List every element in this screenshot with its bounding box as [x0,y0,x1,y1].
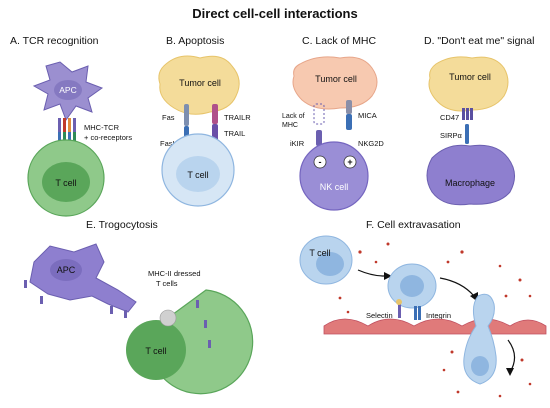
mhc-tcr-receptors [58,118,76,144]
selectin-label: Selectin [366,311,393,320]
dressed-label-2: T cells [156,279,178,288]
ikir-receptor [316,130,322,146]
lack-of-mhc-label-1: Lack of [282,113,305,120]
apc-nucleus [54,80,82,100]
ikir-label: iKIR [290,139,305,148]
tumor-cell-c-label: Tumor cell [315,74,357,84]
apc-cell-e [29,243,137,313]
integrin-label: Integrin [426,311,451,320]
missing-mhc [313,103,325,125]
apc-e-label: APC [57,265,76,275]
mica-label: MICA [358,111,377,120]
mica-receptor [346,100,352,130]
panel-c-heading: C. Lack of MHC [302,35,377,47]
fas-label: Fas [162,113,175,122]
panel-b-heading: B. Apoptosis [166,35,224,47]
nk-cell-label: NK cell [320,182,349,192]
tcell-a-label: T cell [55,178,76,188]
dressed-mhc-receptors [196,300,211,348]
sirpa-receptor [465,124,469,144]
migration-arrow-1 [357,269,385,277]
panel-f-heading: F. Cell extravasation [366,219,461,231]
panel-e: E. Trogocytosis APC T cell MHC-II dresse… [24,219,254,395]
panel-c: C. Lack of MHC Tumor cell Lack of MHC MI… [282,35,384,211]
trogocytosis-vesicle [159,309,177,327]
figure-title: Direct cell-cell interactions [192,6,357,21]
selectin-receptor [396,299,402,318]
minus-sign [313,155,327,169]
trailr-trail-pair [212,104,218,142]
migration-arrow-3 [507,339,516,373]
tumor-cell-d-label: Tumor cell [449,72,491,82]
migration-arrow-3-head [506,368,514,376]
migration-arrow-2 [439,277,475,297]
macrophage-label: Macrophage [445,178,495,188]
panel-e-heading: E. Trogocytosis [86,219,158,231]
sirpa-label: SIRPα [440,131,463,140]
apc-e-receptors [24,280,127,318]
plus-label: + [347,157,352,167]
tumor-cell-c [292,56,378,110]
apc-e-nucleus [50,259,82,281]
endothelium [323,318,547,335]
panel-a: A. TCR recognition APC MHC-TCR + co-rece… [10,35,132,217]
migration-arrow-1-head [384,272,392,280]
cd47-receptor [462,108,473,120]
tcell-b-label: T cell [187,170,208,180]
nkg2d-label: NKG2D [358,139,384,148]
tcell-f-transmigrating [463,293,497,385]
cd47-label: CD47 [440,113,459,122]
minus-label: - [319,157,322,167]
tumor-cell-b-label: Tumor cell [179,78,221,88]
panel-f: F. Cell extravasation T cell Selectin In… [299,219,547,398]
dressed-label-1: MHC-II dressed [148,269,201,278]
tcell-b-nucleus [176,156,220,192]
panel-d-heading: D. "Don't eat me" signal [424,35,534,47]
plus-sign [343,155,357,169]
integrin-receptor [414,306,421,320]
trailr-label: TRAILR [224,113,251,122]
tcell-f-transmigrating-nucleus [471,356,489,376]
apc-cell [32,61,104,122]
tcell-f-label: T cell [309,248,330,258]
tcell-a-nucleus [42,162,90,202]
tcell-f-rolling-nucleus [400,275,424,297]
tumor-cell-d [428,56,509,112]
tcell-e-nucleus [126,320,186,380]
coreceptors-label: + co-receptors [84,133,132,142]
macrophage-cell [426,144,515,206]
lack-of-mhc-label-2: MHC [282,122,298,129]
tcell-e-label: T cell [145,346,166,356]
nk-cell [299,141,369,211]
mhc-tcr-label: MHC-TCR [84,123,120,132]
tcell-f-free-nucleus [316,252,344,276]
panel-d: D. "Don't eat me" signal Tumor cell CD47… [424,35,534,206]
apc-label: APC [59,85,76,95]
panel-b: B. Apoptosis Tumor cell Fas FasL TRAILR … [158,35,251,207]
fasl-label: FasL [160,139,177,148]
blood-cells [338,242,532,398]
tumor-cell-b [158,55,240,115]
panel-a-heading: A. TCR recognition [10,35,99,47]
trail-label: TRAIL [224,129,245,138]
